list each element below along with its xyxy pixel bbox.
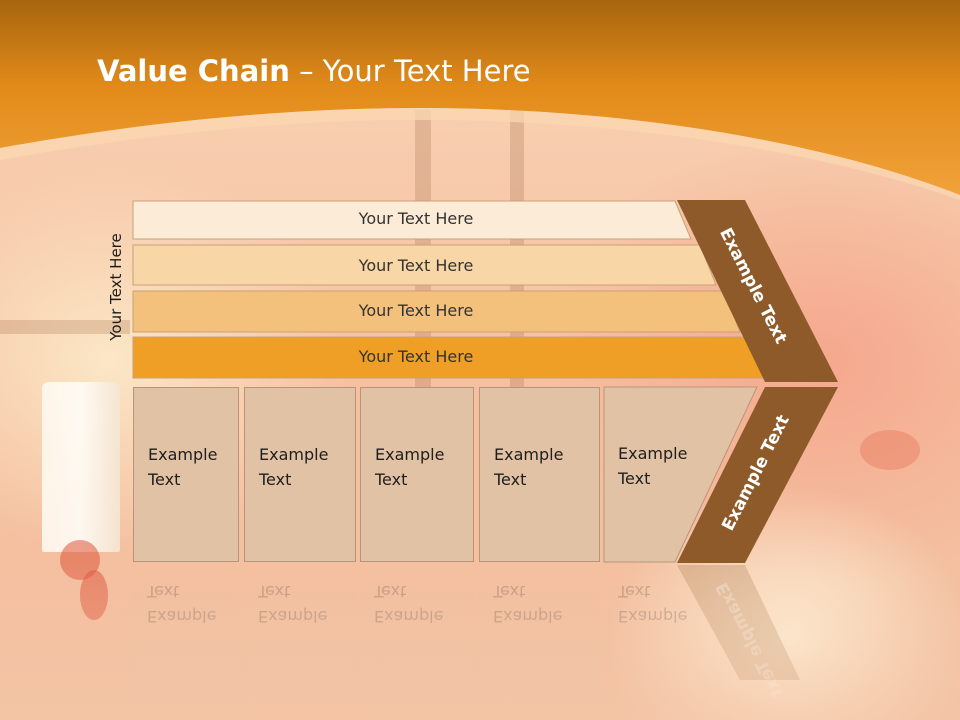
support-band-label-2: Your Text Here — [358, 256, 474, 275]
reflection-text: Example — [258, 607, 328, 626]
reflection-text: Example — [618, 607, 688, 626]
activity-text: Text — [375, 470, 408, 489]
title-bold: Value Chain — [97, 54, 290, 88]
chevron-upper — [677, 200, 838, 382]
support-band-2 — [132, 244, 717, 286]
support-band-label-1: Your Text Here — [358, 209, 474, 228]
support-band-label-3: Your Text Here — [358, 301, 474, 320]
activity-text: Text — [259, 470, 292, 489]
reflection-text: Text — [618, 582, 651, 601]
support-band-label-4: Your Text Here — [358, 347, 474, 366]
reflection-text: Example — [374, 607, 444, 626]
reflection-text: Example — [493, 607, 563, 626]
activity-text: Text — [618, 469, 651, 488]
reflection-text: Text — [258, 582, 291, 601]
activity-reflection-2: Example Text — [244, 563, 356, 693]
activity-text: Example — [494, 445, 564, 464]
activity-text: Example — [375, 445, 445, 464]
activity-text: Text — [494, 470, 527, 489]
activity-reflection-3: Example Text — [360, 563, 474, 693]
activity-text: Example — [618, 444, 688, 463]
chevron-lower — [677, 387, 838, 563]
activity-reflection-5: Example Text — [604, 563, 724, 693]
window-frame-bar — [0, 320, 130, 334]
support-band-1 — [132, 200, 692, 240]
reflection-text: Text — [147, 582, 180, 601]
coral-decoration — [860, 430, 920, 470]
header-banner — [0, 0, 960, 200]
activity-text: Example — [259, 445, 329, 464]
activity-reflection-1: Example Text — [133, 563, 239, 693]
candle-image — [42, 382, 120, 552]
activity-reflection-4: Example Text — [479, 563, 600, 693]
slide-title: Value Chain – Your Text Here — [97, 54, 531, 88]
title-rest: – Your Text Here — [289, 54, 531, 88]
reflection-text: Text — [493, 582, 526, 601]
activity-text: Example — [148, 445, 218, 464]
activity-text: Text — [148, 470, 181, 489]
reflection-text: Example — [147, 607, 217, 626]
reflection-text: Text — [374, 582, 407, 601]
support-band-3 — [132, 290, 741, 333]
